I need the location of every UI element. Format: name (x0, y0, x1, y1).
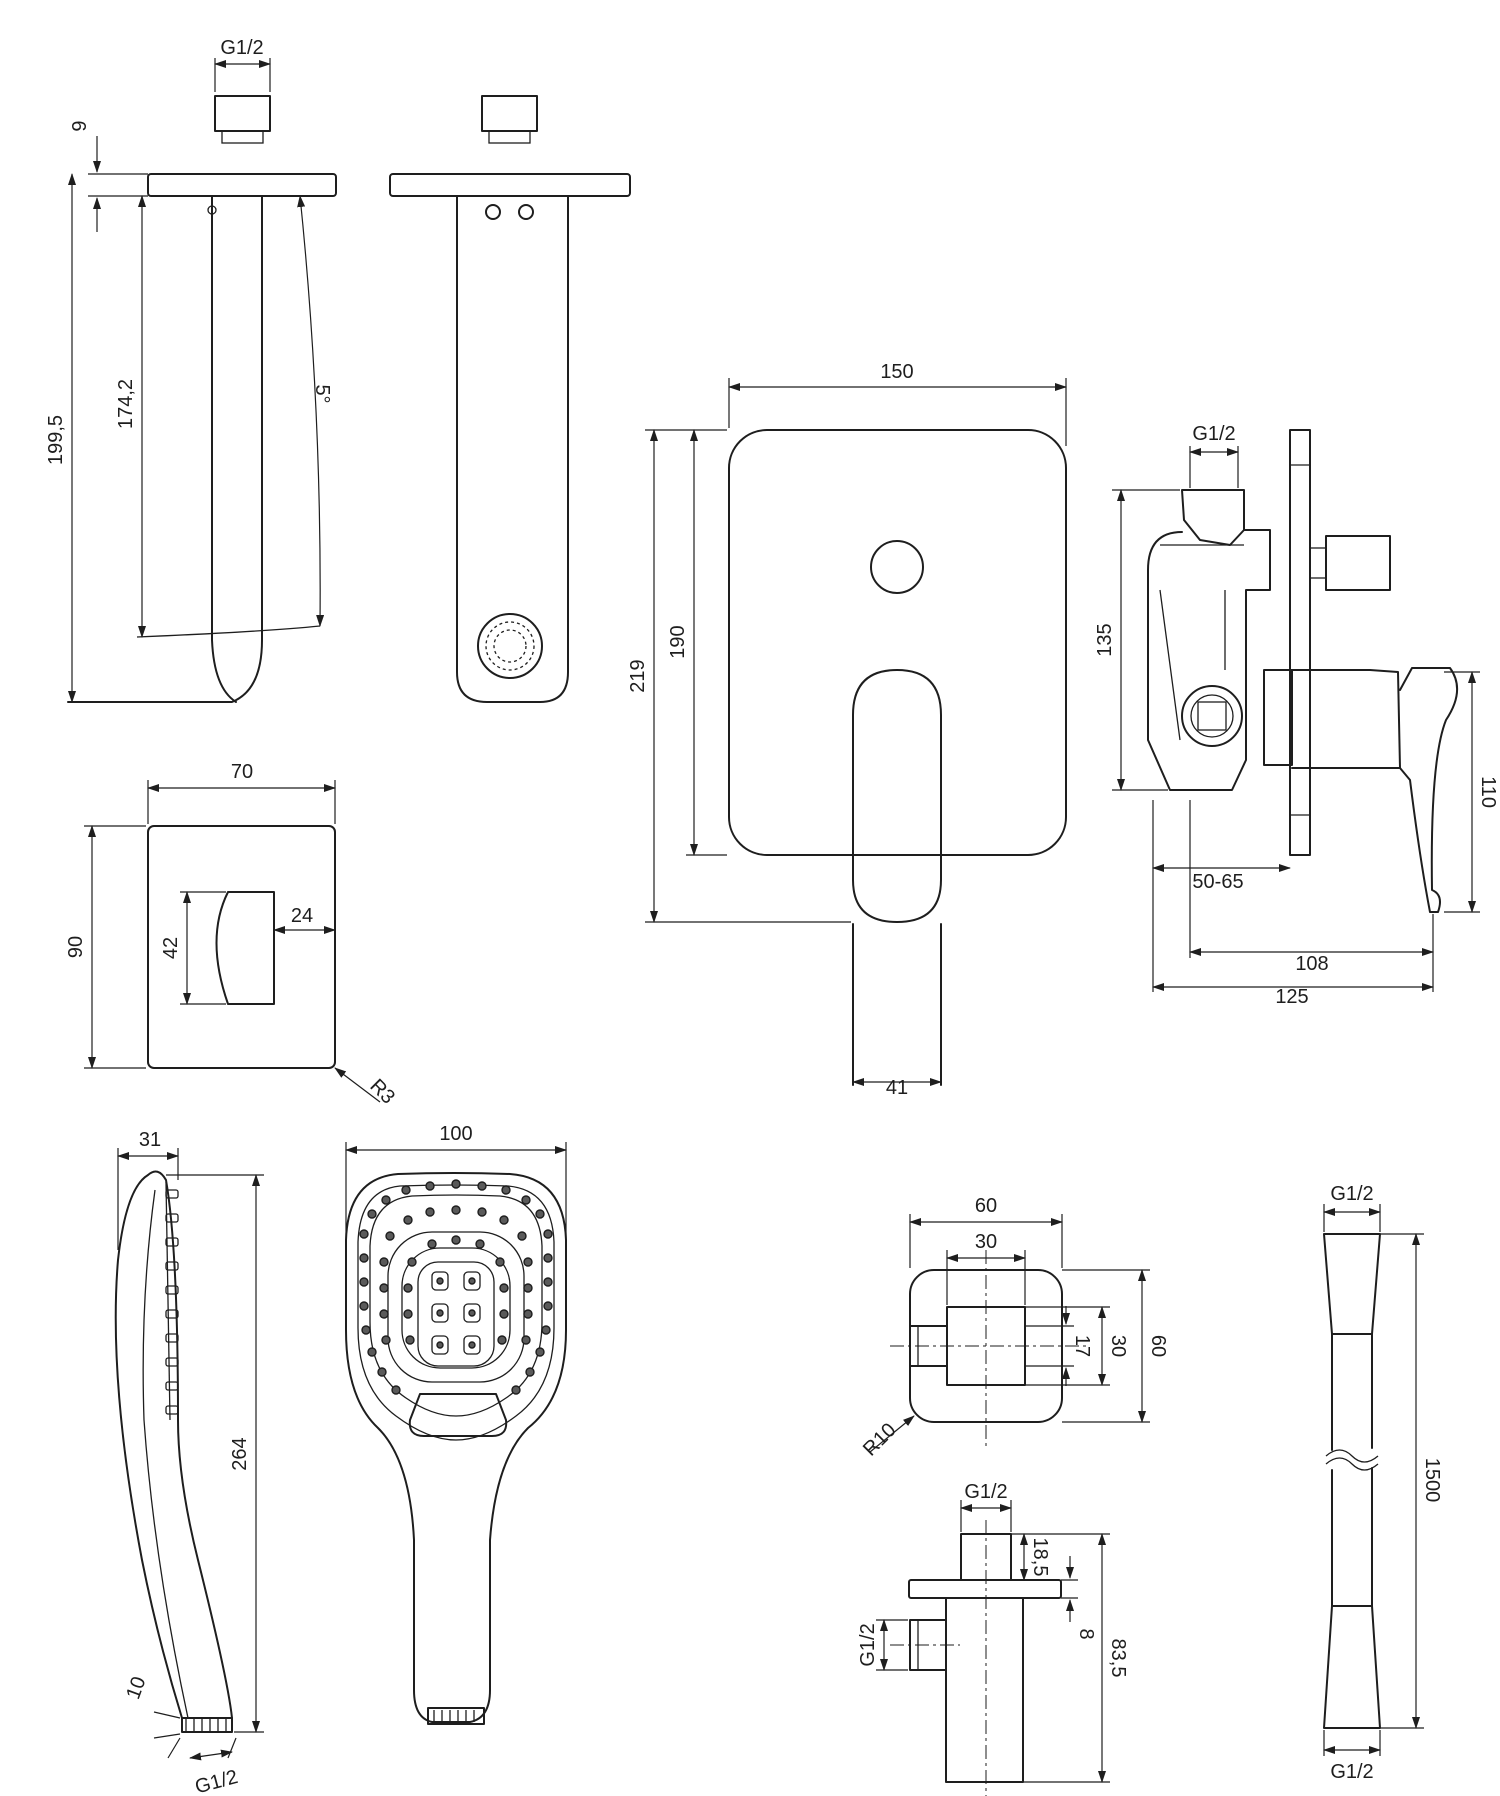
hand-shower-side-view (114, 1170, 233, 1733)
wall-outlet-height-label: 60 (1147, 1335, 1169, 1357)
escutcheon-radius-label: R3 (365, 1075, 399, 1109)
cutout-height-label: 42 (160, 937, 182, 959)
wall-outlet-radius-label: R10 (859, 1419, 901, 1461)
outlet-side-thread-label: G1/2 (857, 1623, 879, 1666)
hand-shower-length-label: 264 (229, 1437, 251, 1470)
hand-shower-side-dimensions: 31 264 10 G1/2 (117, 1129, 264, 1796)
thread-height-label: 10 (122, 1674, 150, 1702)
hand-shower-nozzles (359, 1179, 553, 1395)
wall-outlet-front-dimensions: 60 30 60 30 17 R10 (859, 1195, 1169, 1461)
hose-dimensions: G1/2 1500 G1/2 (1323, 1183, 1443, 1783)
lever-width-label: 41 (886, 1077, 908, 1099)
flange-thickness-label: 9 (69, 120, 91, 131)
spout-dimensions: G1/2 9 199,5 174,2 5° (45, 37, 333, 703)
hose-top-thread-label: G1/2 (1330, 1183, 1373, 1205)
mixer-total-height-label: 219 (627, 659, 649, 692)
hand-shower-front-view (345, 1172, 567, 1725)
install-depth-label: 50-65 (1192, 871, 1243, 893)
wall-outlet-side-view (890, 1520, 1062, 1796)
mixer-side-dimensions: G1/2 135 110 50-65 108 125 (1094, 423, 1499, 1008)
hand-shower-front-width-label: 100 (439, 1123, 472, 1145)
hand-shower-thread-label: G1/2 (193, 1766, 241, 1796)
hand-shower-front-dimensions: 100 (345, 1123, 567, 1240)
total-depth-label: 125 (1275, 986, 1308, 1008)
wall-outlet-front-view (890, 1250, 1090, 1446)
wall-outlet-width-label: 60 (975, 1195, 997, 1217)
outlet-top-height-label: 18,5 (1029, 1538, 1051, 1577)
mixer-front-dimensions: 150 219 190 41 (627, 361, 1067, 1099)
hand-shower-side-width-label: 31 (139, 1129, 161, 1151)
outlet-plate-thickness-label: 8 (1075, 1628, 1097, 1639)
spout-thread-label: G1/2 (220, 37, 263, 59)
spout-total-height-label: 199,5 (45, 415, 67, 465)
cutout-depth-label: 24 (291, 905, 313, 927)
hose-view (1323, 1233, 1381, 1729)
spout-height-label: 174,2 (115, 379, 137, 429)
outlet-total-height-label: 83,5 (1107, 1639, 1129, 1678)
outlet-top-thread-label: G1/2 (964, 1481, 1007, 1503)
mixer-side-thread-label: G1/2 (1192, 423, 1235, 445)
mixer-body-height-label: 135 (1094, 623, 1116, 656)
escutcheon-width-label: 70 (231, 761, 253, 783)
mixer-width-label: 150 (880, 361, 913, 383)
mixer-front-view (728, 429, 1067, 1086)
spout-angle-label: 5° (311, 384, 333, 403)
mixer-side-view (1147, 429, 1458, 913)
hose-bottom-thread-label: G1/2 (1330, 1761, 1373, 1783)
escutcheon-small-dimensions: 70 90 42 24 R3 (65, 761, 399, 1109)
lever-depth-label: 108 (1295, 953, 1328, 975)
spout-side-view (67, 95, 337, 703)
escutcheon-height-label: 90 (65, 936, 87, 958)
mixer-lever-height-label: 110 (1477, 776, 1499, 808)
escutcheon-small-view (147, 825, 336, 1069)
spout-front-view (389, 95, 631, 703)
hose-length-label: 1500 (1421, 1458, 1443, 1503)
wall-outlet-inner-width-label: 30 (975, 1231, 997, 1253)
wall-outlet-hole-label: 17 (1071, 1335, 1093, 1357)
wall-outlet-inner-height-label: 30 (1107, 1335, 1129, 1357)
wall-outlet-side-dimensions: G1/2 18,5 8 83,5 G1/2 (857, 1481, 1129, 1783)
plate-height-label: 190 (667, 625, 689, 658)
hand-shower-nozzles-side (165, 1189, 179, 1415)
hand-shower-jets (431, 1271, 481, 1355)
